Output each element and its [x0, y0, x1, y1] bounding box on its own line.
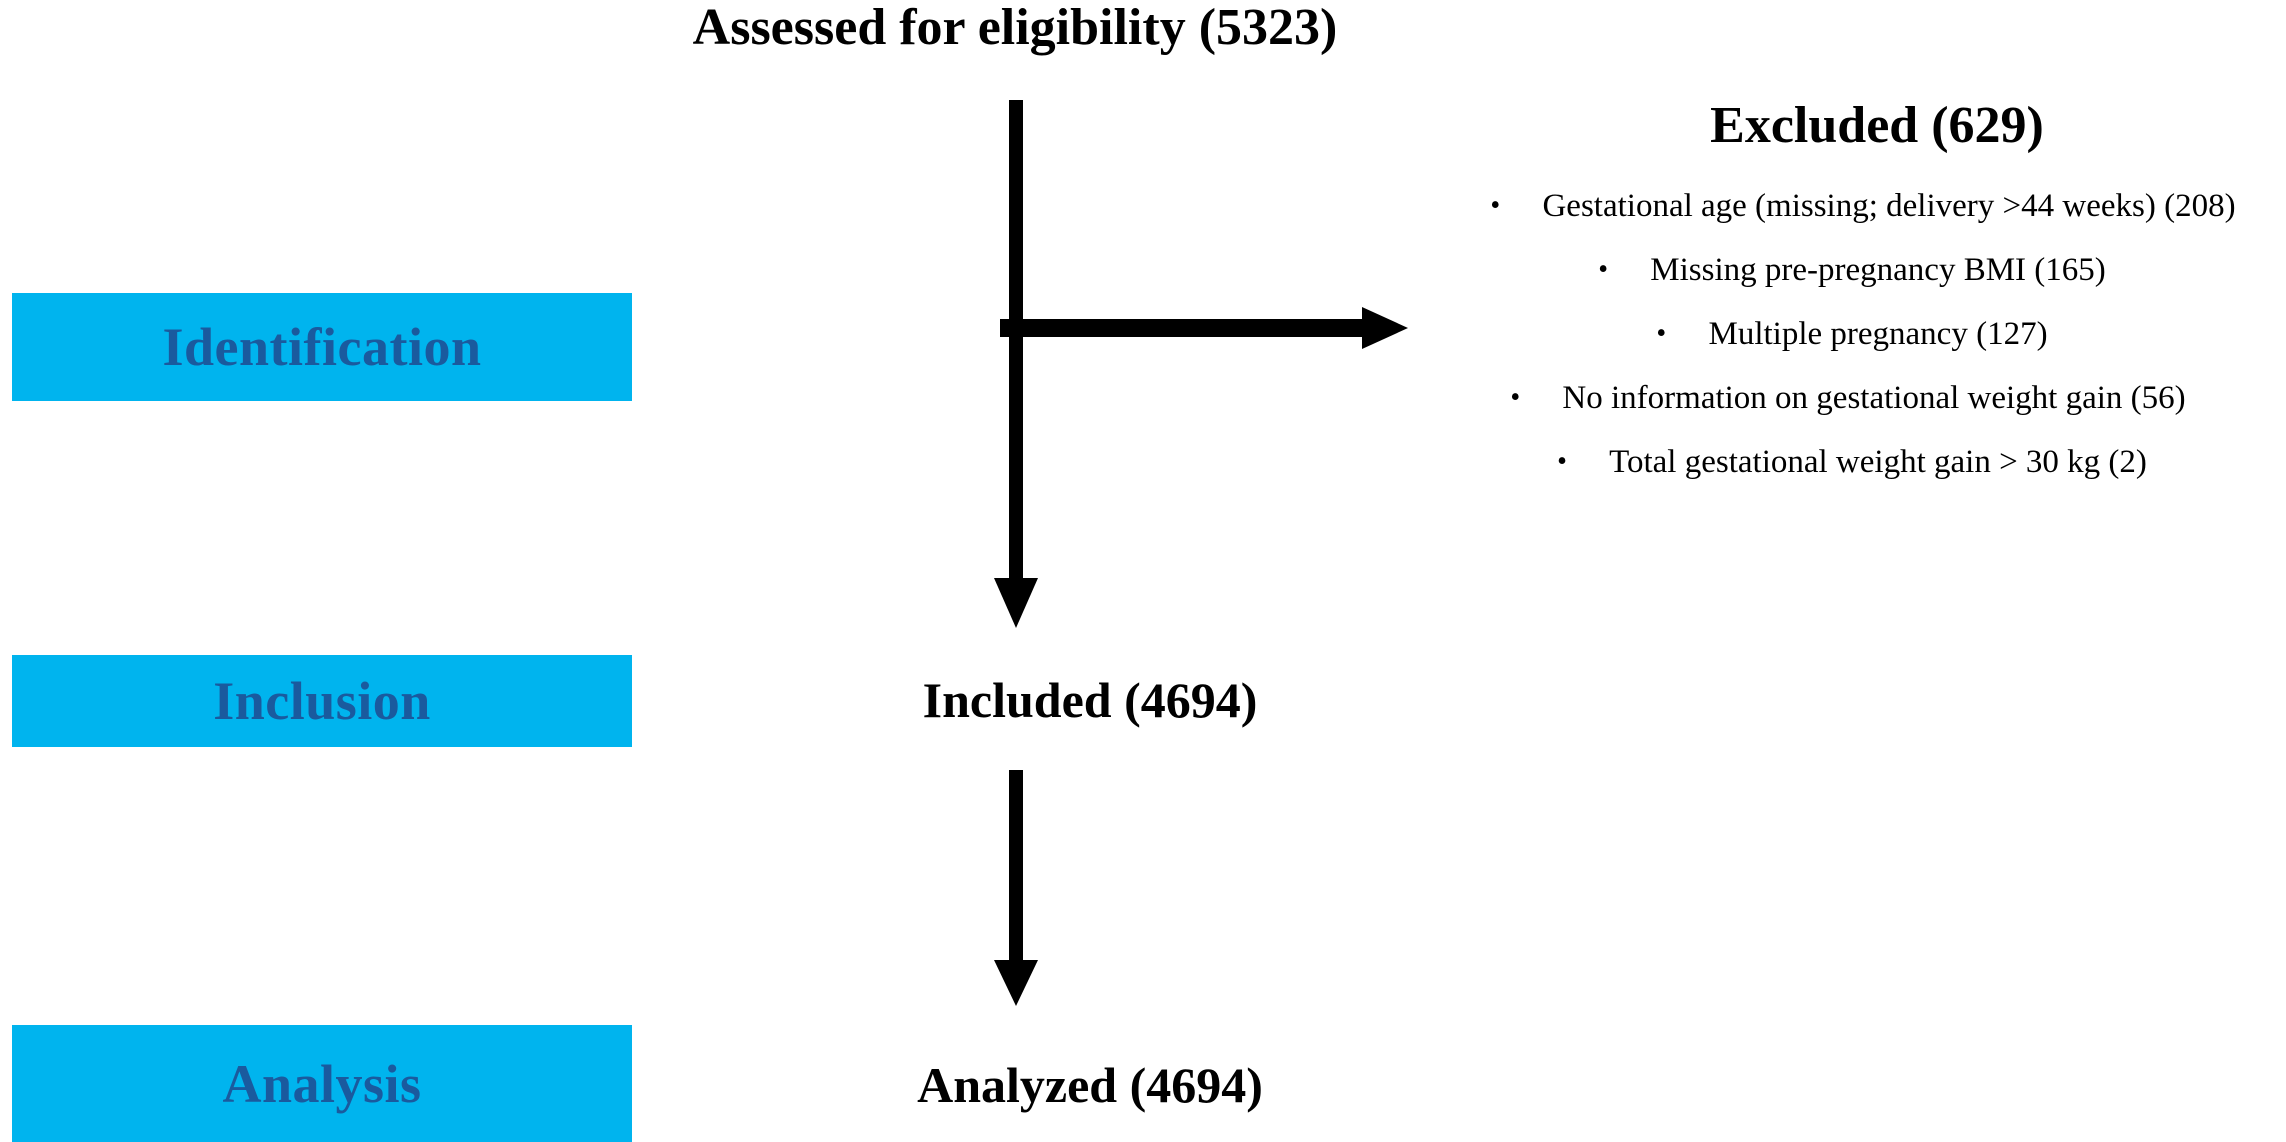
list-item: • Multiple pregnancy (127): [1418, 316, 2286, 351]
node-assessed-for-eligibility: Assessed for eligibility (5323): [692, 0, 1338, 56]
excluded-reason-text: Missing pre-pregnancy BMI (165): [1650, 251, 2106, 288]
stage-label-inclusion: Inclusion: [213, 671, 431, 731]
stage-label-identification: Identification: [162, 317, 482, 377]
bullet-icon: •: [1656, 318, 1667, 350]
excluded-title: Excluded (629): [1710, 97, 2044, 154]
bullet-icon: •: [1490, 190, 1501, 222]
arrow-down-to-analyzed: [994, 770, 1038, 1006]
arrow-right-to-excluded: [1000, 307, 1408, 349]
excluded-reason-text: Gestational age (missing; delivery >44 w…: [1542, 187, 2236, 224]
stage-box-inclusion: Inclusion: [12, 655, 632, 747]
arrow-down-to-included: [994, 100, 1038, 628]
stage-label-analysis: Analysis: [222, 1053, 422, 1114]
stage-box-analysis: Analysis: [12, 1025, 632, 1142]
bullet-icon: •: [1557, 446, 1567, 478]
list-item: • Gestational age (missing; delivery >44…: [1440, 188, 2286, 223]
bullet-icon: •: [1510, 382, 1521, 414]
list-item: • No information on gestational weight g…: [1410, 380, 2286, 415]
bullet-icon: •: [1598, 254, 1609, 286]
excluded-reason-text: Multiple pregnancy (127): [1708, 315, 2048, 352]
excluded-reason-list: • Gestational age (missing; delivery >44…: [1418, 188, 2286, 479]
list-item: • Missing pre-pregnancy BMI (165): [1418, 252, 2286, 287]
stage-box-identification: Identification: [12, 293, 632, 401]
node-included: Included (4694): [922, 672, 1258, 728]
excluded-reason-text: Total gestational weight gain > 30 kg (2…: [1609, 443, 2147, 480]
excluded-reason-text: No information on gestational weight gai…: [1562, 379, 2186, 416]
excluded-panel: Excluded (629) • Gestational age (missin…: [1418, 100, 2286, 508]
node-analyzed: Analyzed (4694): [917, 1057, 1263, 1113]
list-item: • Total gestational weight gain > 30 kg …: [1418, 444, 2286, 479]
